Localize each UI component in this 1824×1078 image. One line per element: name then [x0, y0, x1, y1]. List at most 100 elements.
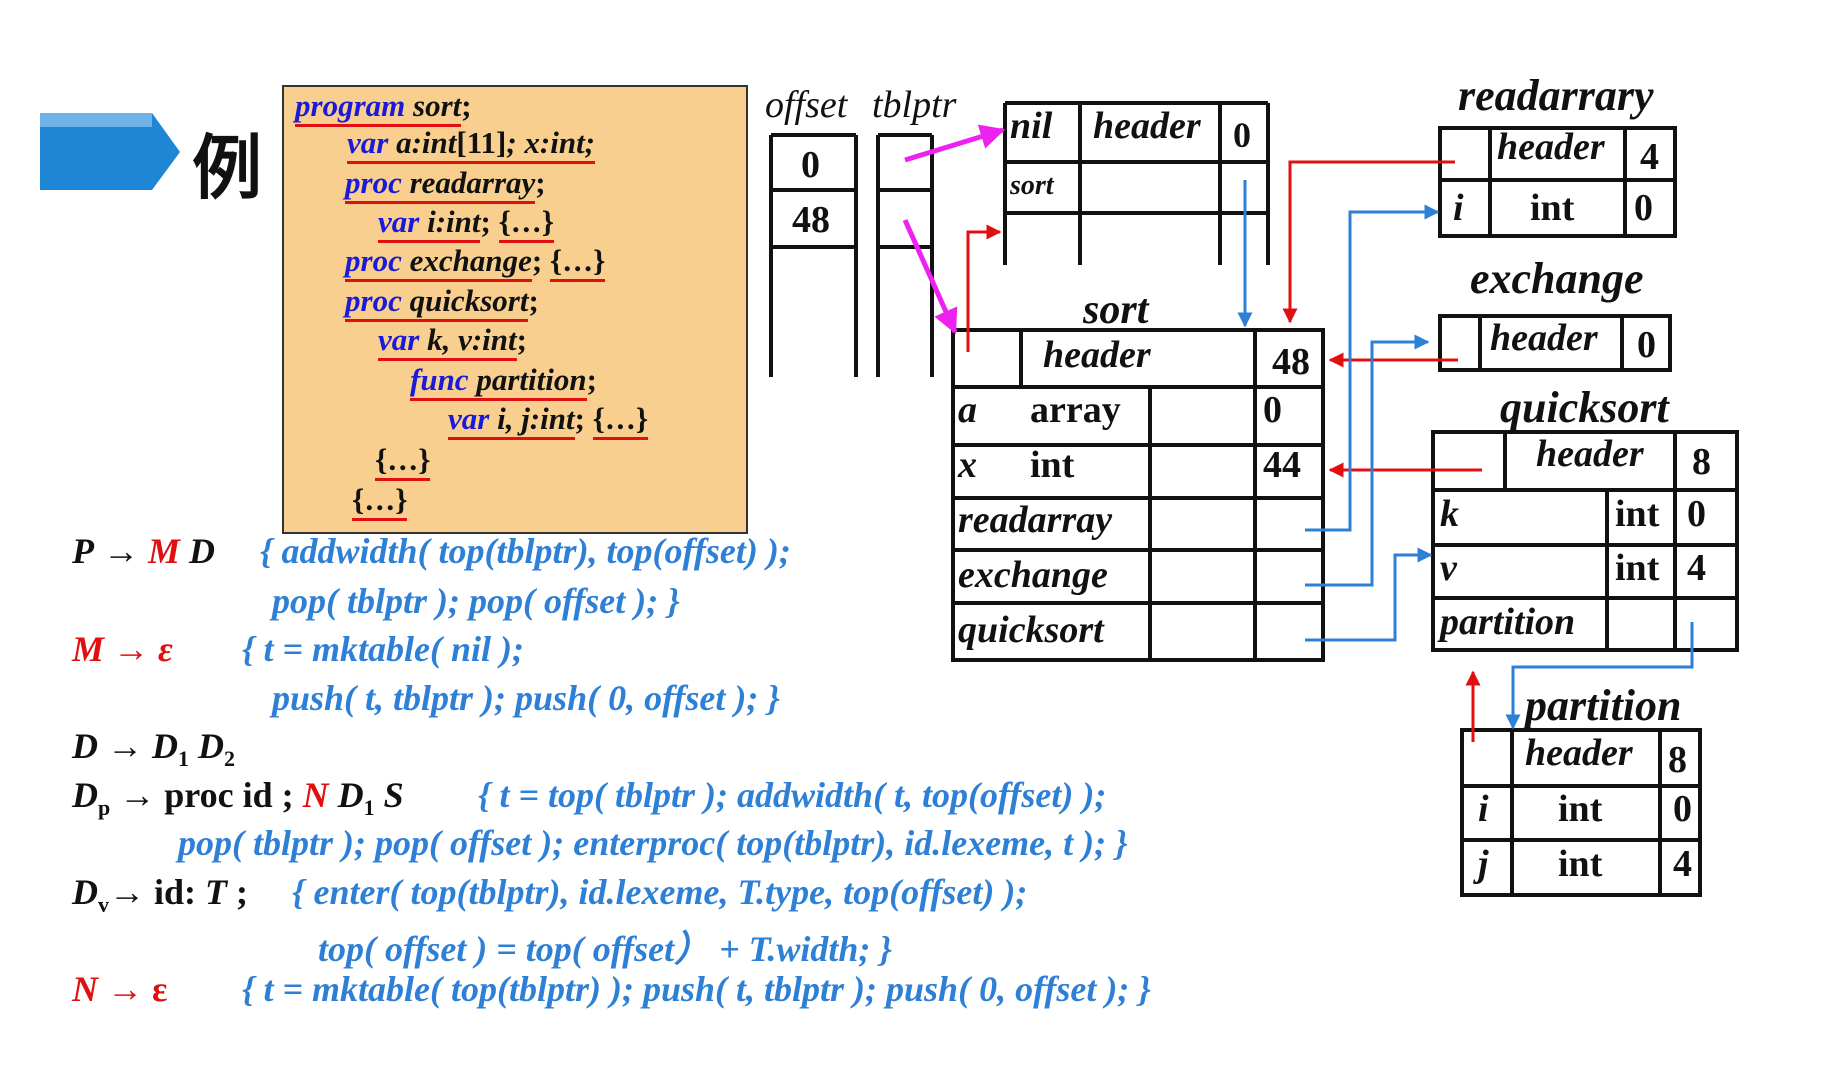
code-token: ;	[461, 88, 472, 123]
offset-value: 48	[792, 199, 830, 241]
sort-table-header: header	[1043, 334, 1151, 376]
exchange-table-header: header	[1490, 317, 1598, 359]
code-token: {…}	[592, 401, 649, 440]
sort-table-width: 48	[1272, 341, 1310, 383]
readarrary-row-name: i	[1453, 187, 1464, 229]
partition-row-type: int	[1558, 843, 1603, 885]
sort-row-type: array	[1030, 389, 1121, 431]
sort-row-name: x	[958, 444, 977, 486]
quicksort-row-type: int	[1615, 547, 1660, 589]
rule-token: N	[302, 775, 329, 815]
sort-row-name: a	[958, 389, 977, 431]
rule-head: Dp → proc id ; N D1 S	[72, 774, 404, 821]
rule-token: T	[205, 872, 228, 912]
rule-action: { t = mktable( nil );	[242, 629, 525, 669]
quicksort-row-name: v	[1440, 547, 1457, 589]
quicksort-table-header: header	[1536, 433, 1644, 475]
code-line: var i, j:int; {…}	[448, 401, 649, 440]
code-token: readarray	[401, 165, 536, 204]
code-keyword: var	[347, 125, 389, 164]
rule-token: → id:	[109, 872, 206, 912]
readarrary-row-type: int	[1530, 187, 1575, 229]
rule-head: M → ε	[72, 628, 173, 670]
quicksort-table-width: 8	[1692, 441, 1711, 483]
code-line: proc readarray;	[345, 165, 546, 204]
readarrary-table-width: 4	[1640, 136, 1659, 178]
partition-table-width: 8	[1668, 739, 1687, 781]
rule-token: → proc id ;	[110, 775, 303, 815]
rule-token: N	[72, 969, 98, 1009]
rule-token: ε	[158, 629, 173, 669]
partition-row-offset: 4	[1673, 843, 1692, 885]
code-line: var a:int[11]; x:int;	[347, 125, 595, 164]
rule-token: ε	[152, 969, 168, 1009]
code-token: ;	[574, 401, 593, 436]
sort-row-name: exchange	[958, 554, 1108, 596]
code-box-bg	[282, 85, 748, 534]
exchange-table-grid	[1438, 314, 1672, 372]
sort-row-name: readarray	[958, 499, 1113, 541]
quicksort-entry-arrow	[1305, 547, 1433, 642]
quicksort-row-offset: 4	[1687, 547, 1706, 589]
code-token: ;	[528, 283, 539, 318]
rule-token: v	[98, 892, 109, 918]
code-token: ;	[516, 322, 527, 357]
code-token: ;	[586, 362, 597, 397]
exchange-table-name: exchange	[1470, 254, 1644, 303]
rule-token: D	[180, 531, 216, 571]
rule-action: { enter( top(tblptr), id.lexeme, T.type,…	[292, 872, 1028, 912]
tblptr-to-sort-arrow	[902, 218, 958, 335]
partition-row-name: j	[1478, 843, 1489, 885]
partition-table-header: header	[1525, 732, 1633, 774]
rule-head: P → M D	[72, 530, 215, 572]
code-token: sort	[405, 88, 462, 127]
partition-row-offset: 0	[1673, 788, 1692, 830]
rule-token: 1	[178, 746, 189, 772]
rule-token: ;	[227, 872, 249, 912]
quicksort-table-name: quicksort	[1500, 383, 1669, 432]
code-token: ;	[480, 204, 499, 239]
rule-token: D	[328, 775, 364, 815]
code-token: {…}	[352, 482, 408, 521]
tblptr-to-nil-arrow	[904, 124, 1006, 163]
partition-entry-arrow	[1505, 622, 1694, 730]
code-keyword: program	[295, 88, 406, 127]
quicksort-row-offset: 0	[1687, 493, 1706, 535]
partition-row-type: int	[1558, 788, 1603, 830]
offset-label: offset	[765, 84, 848, 126]
rule-action: { t = top( tblptr ); addwidth( t, top(of…	[478, 775, 1107, 815]
rule-token: D	[72, 726, 98, 766]
banner-arrow-icon	[40, 113, 180, 190]
code-token: {…}	[549, 243, 606, 282]
code-keyword: proc	[345, 283, 402, 322]
readarrary-to-sort-arrow	[1282, 160, 1455, 324]
quicksort-table-grid	[1431, 430, 1739, 652]
rule-action: { addwidth( top(tblptr), top(offset) );	[260, 531, 791, 571]
rule-token: M	[72, 629, 105, 669]
code-keyword: var	[448, 401, 490, 440]
code-token: {…}	[375, 442, 431, 481]
partition-table-grid	[1460, 728, 1702, 897]
rule-token: →	[104, 629, 159, 669]
sort-row-type: int	[1030, 444, 1075, 486]
code-token: ;	[535, 165, 546, 200]
readarrary-table-name: readarrary	[1458, 71, 1654, 120]
rule-token: D	[189, 726, 224, 766]
rule-action-cont: top( offset ) = top( offset） + T.width; …	[318, 929, 892, 969]
sort-row-offset: 44	[1263, 444, 1301, 486]
code-token: i:int	[419, 204, 481, 243]
rule-token: →	[98, 969, 152, 1009]
tblptr-label: tblptr	[872, 84, 957, 126]
code-token: k, v:int	[419, 322, 517, 361]
rule-action: { t = mktable( top(tblptr) ); push( t, t…	[242, 969, 1151, 1009]
code-token: {…}	[498, 204, 554, 243]
rule-head: D → D1 D2	[72, 725, 235, 772]
exchange-entry-arrow	[1305, 334, 1430, 587]
readarray-entry-arrow	[1305, 204, 1440, 532]
code-line: proc exchange; {…}	[345, 243, 606, 282]
nil-table-header: header	[1093, 105, 1201, 147]
rule-action-cont: pop( tblptr ); pop( offset ); enterproc(…	[178, 823, 1128, 863]
code-line: {…}	[352, 482, 408, 521]
rule-token: 2	[224, 746, 235, 772]
